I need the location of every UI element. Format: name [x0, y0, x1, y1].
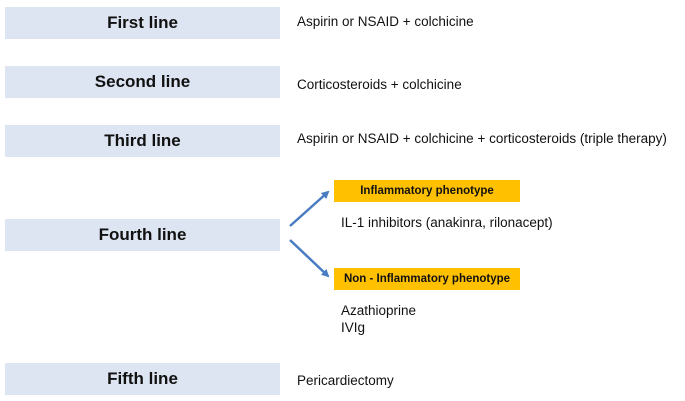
third-line-label: Third line [104, 131, 181, 150]
fifth-line-box: Fifth line [5, 363, 280, 395]
fourth-line-label: Fourth line [98, 225, 187, 244]
inflammatory-phenotype-label: Inflammatory phenotype [360, 185, 494, 197]
non-inflammatory-phenotype-box: Non - Inflammatory phenotype [334, 268, 520, 290]
second-line-box: Second line [5, 66, 280, 98]
first-line-box: First line [5, 7, 280, 39]
third-line-therapy: Aspirin or NSAID + colchicine + corticos… [297, 131, 667, 146]
non-inflammatory-therapy-2: IVIg [341, 320, 366, 335]
non-inflammatory-phenotype-label: Non - Inflammatory phenotype [343, 273, 511, 285]
fifth-line-label: Fifth line [107, 369, 178, 388]
first-line-label: First line [107, 13, 178, 32]
arrow-to-non-inflammatory [289, 239, 330, 278]
non-inflammatory-therapy-1: Azathioprine [341, 303, 417, 318]
second-line-label: Second line [94, 72, 191, 91]
fifth-line-therapy: Pericardiectomy [297, 373, 394, 388]
inflammatory-therapy: IL-1 inhibitors (anakinra, rilonacept) [341, 215, 553, 230]
second-line-therapy: Corticosteroids + colchicine [297, 77, 462, 92]
fourth-line-box: Fourth line [5, 219, 280, 251]
third-line-box: Third line [5, 125, 280, 157]
first-line-therapy: Aspirin or NSAID + colchicine [297, 14, 474, 29]
inflammatory-phenotype-box: Inflammatory phenotype [334, 180, 520, 202]
arrow-to-inflammatory [289, 190, 330, 227]
